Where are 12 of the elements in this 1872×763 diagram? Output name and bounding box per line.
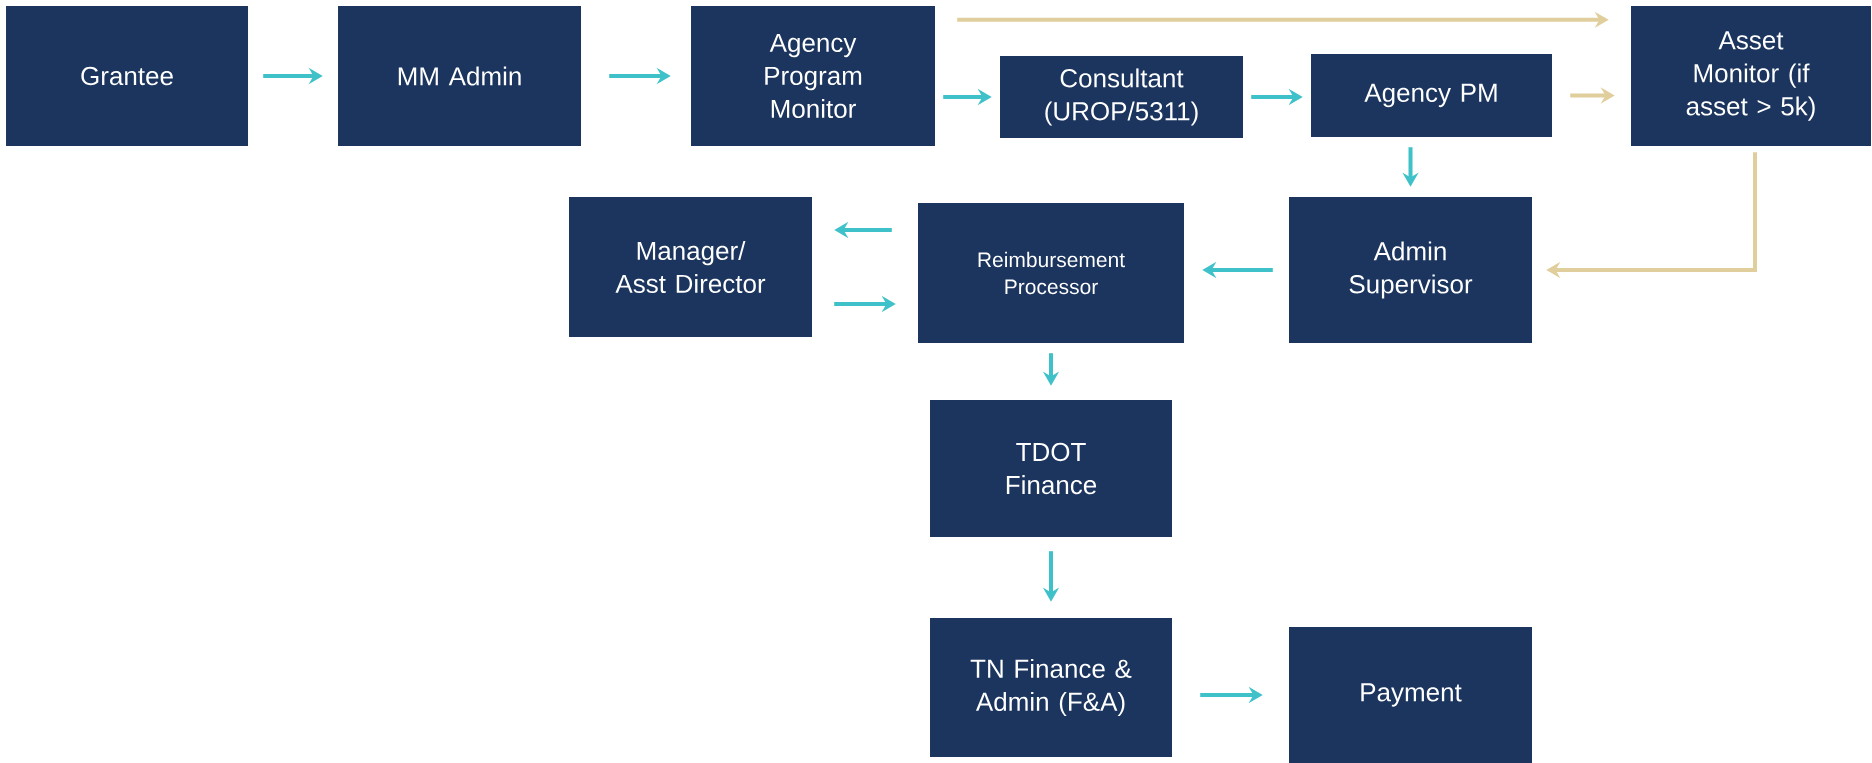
process-box: TN Finance & Admin (F&A): [930, 618, 1172, 757]
process-box: Agency Program Monitor: [691, 6, 935, 146]
process-box: MM Admin: [338, 6, 581, 146]
process-box: Reimbursement Processor: [918, 203, 1184, 343]
process-box: Agency PM: [1311, 54, 1552, 137]
process-box: Payment: [1289, 627, 1532, 763]
process-box: Manager/ Asst Director: [569, 197, 812, 337]
process-box: Admin Supervisor: [1289, 197, 1532, 343]
process-box: Consultant (UROP/5311): [1000, 56, 1243, 138]
process-box: TDOT Finance: [930, 400, 1172, 537]
process-box: Asset Monitor (if asset > 5k): [1631, 6, 1871, 146]
process-box: Grantee: [6, 6, 248, 146]
